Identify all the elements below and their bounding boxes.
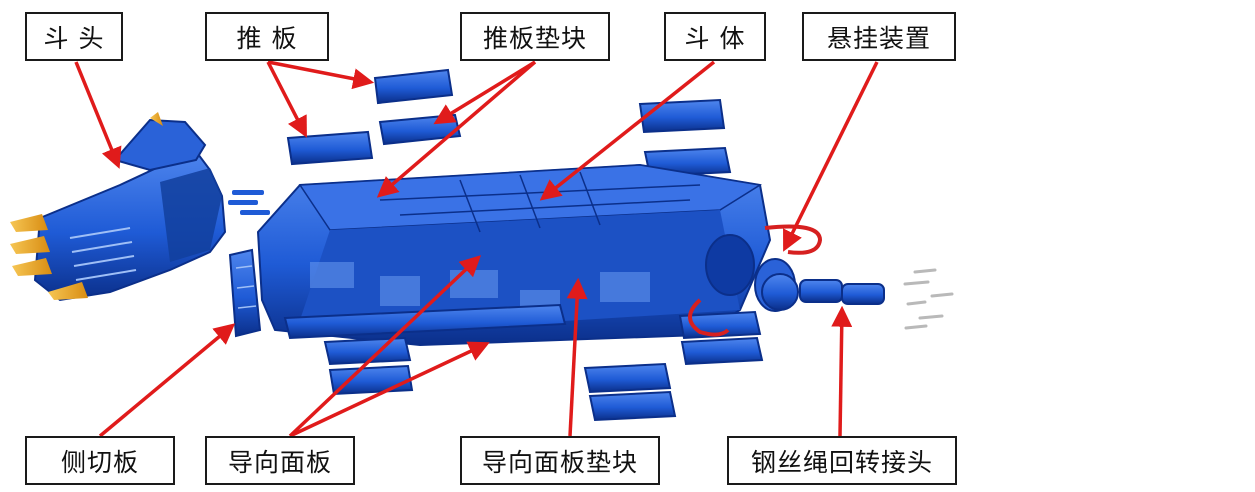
leader-arrows — [74, 60, 879, 438]
arrow-rope-swivel — [831, 305, 853, 437]
guide-panel-part — [283, 303, 567, 396]
label-push-plate-pad: 推板垫块 — [460, 12, 610, 61]
label-suspension: 悬挂装置 — [802, 12, 956, 61]
label-rope-swivel: 钢丝绳回转接头 — [727, 436, 957, 485]
label-bucket-body: 斗 体 — [664, 12, 766, 61]
bucket-teeth — [10, 214, 88, 300]
bucket-head-part — [33, 112, 227, 302]
bucket-body-part — [256, 163, 796, 347]
arrow-push-plate-b — [266, 61, 307, 138]
label-guide-panel: 导向面板 — [205, 436, 355, 485]
label-bucket-head: 斗 头 — [25, 12, 123, 61]
arrow-side-cutter — [98, 323, 236, 438]
push-plate-pad-part — [378, 113, 462, 146]
arrow-push-plate-a — [267, 60, 375, 90]
arrow-suspension — [783, 61, 879, 252]
arrow-guide-panel-pad — [566, 277, 588, 437]
guide-panel-pad-part — [583, 310, 764, 422]
side-cutter-part — [228, 248, 262, 338]
arrow-push-plate-pad-b — [376, 60, 537, 198]
wire-rope-swivel-part — [761, 273, 885, 311]
push-plate-part-b — [286, 130, 374, 166]
label-push-plate: 推 板 — [205, 12, 329, 61]
arrow-guide-panel-b — [289, 341, 490, 438]
suspension-device-part — [688, 224, 823, 337]
arrow-bucket-head — [74, 61, 122, 169]
arrow-push-plate-pad-a — [433, 60, 536, 125]
arrow-guide-panel-a — [288, 255, 482, 438]
push-plate-part-a — [373, 68, 454, 105]
arrow-bucket-body — [539, 60, 716, 201]
bolts-left — [228, 190, 270, 215]
label-side-cutter: 侧切板 — [25, 436, 175, 485]
label-guide-panel-pad: 导向面板垫块 — [460, 436, 660, 485]
bolts-right — [903, 268, 954, 330]
